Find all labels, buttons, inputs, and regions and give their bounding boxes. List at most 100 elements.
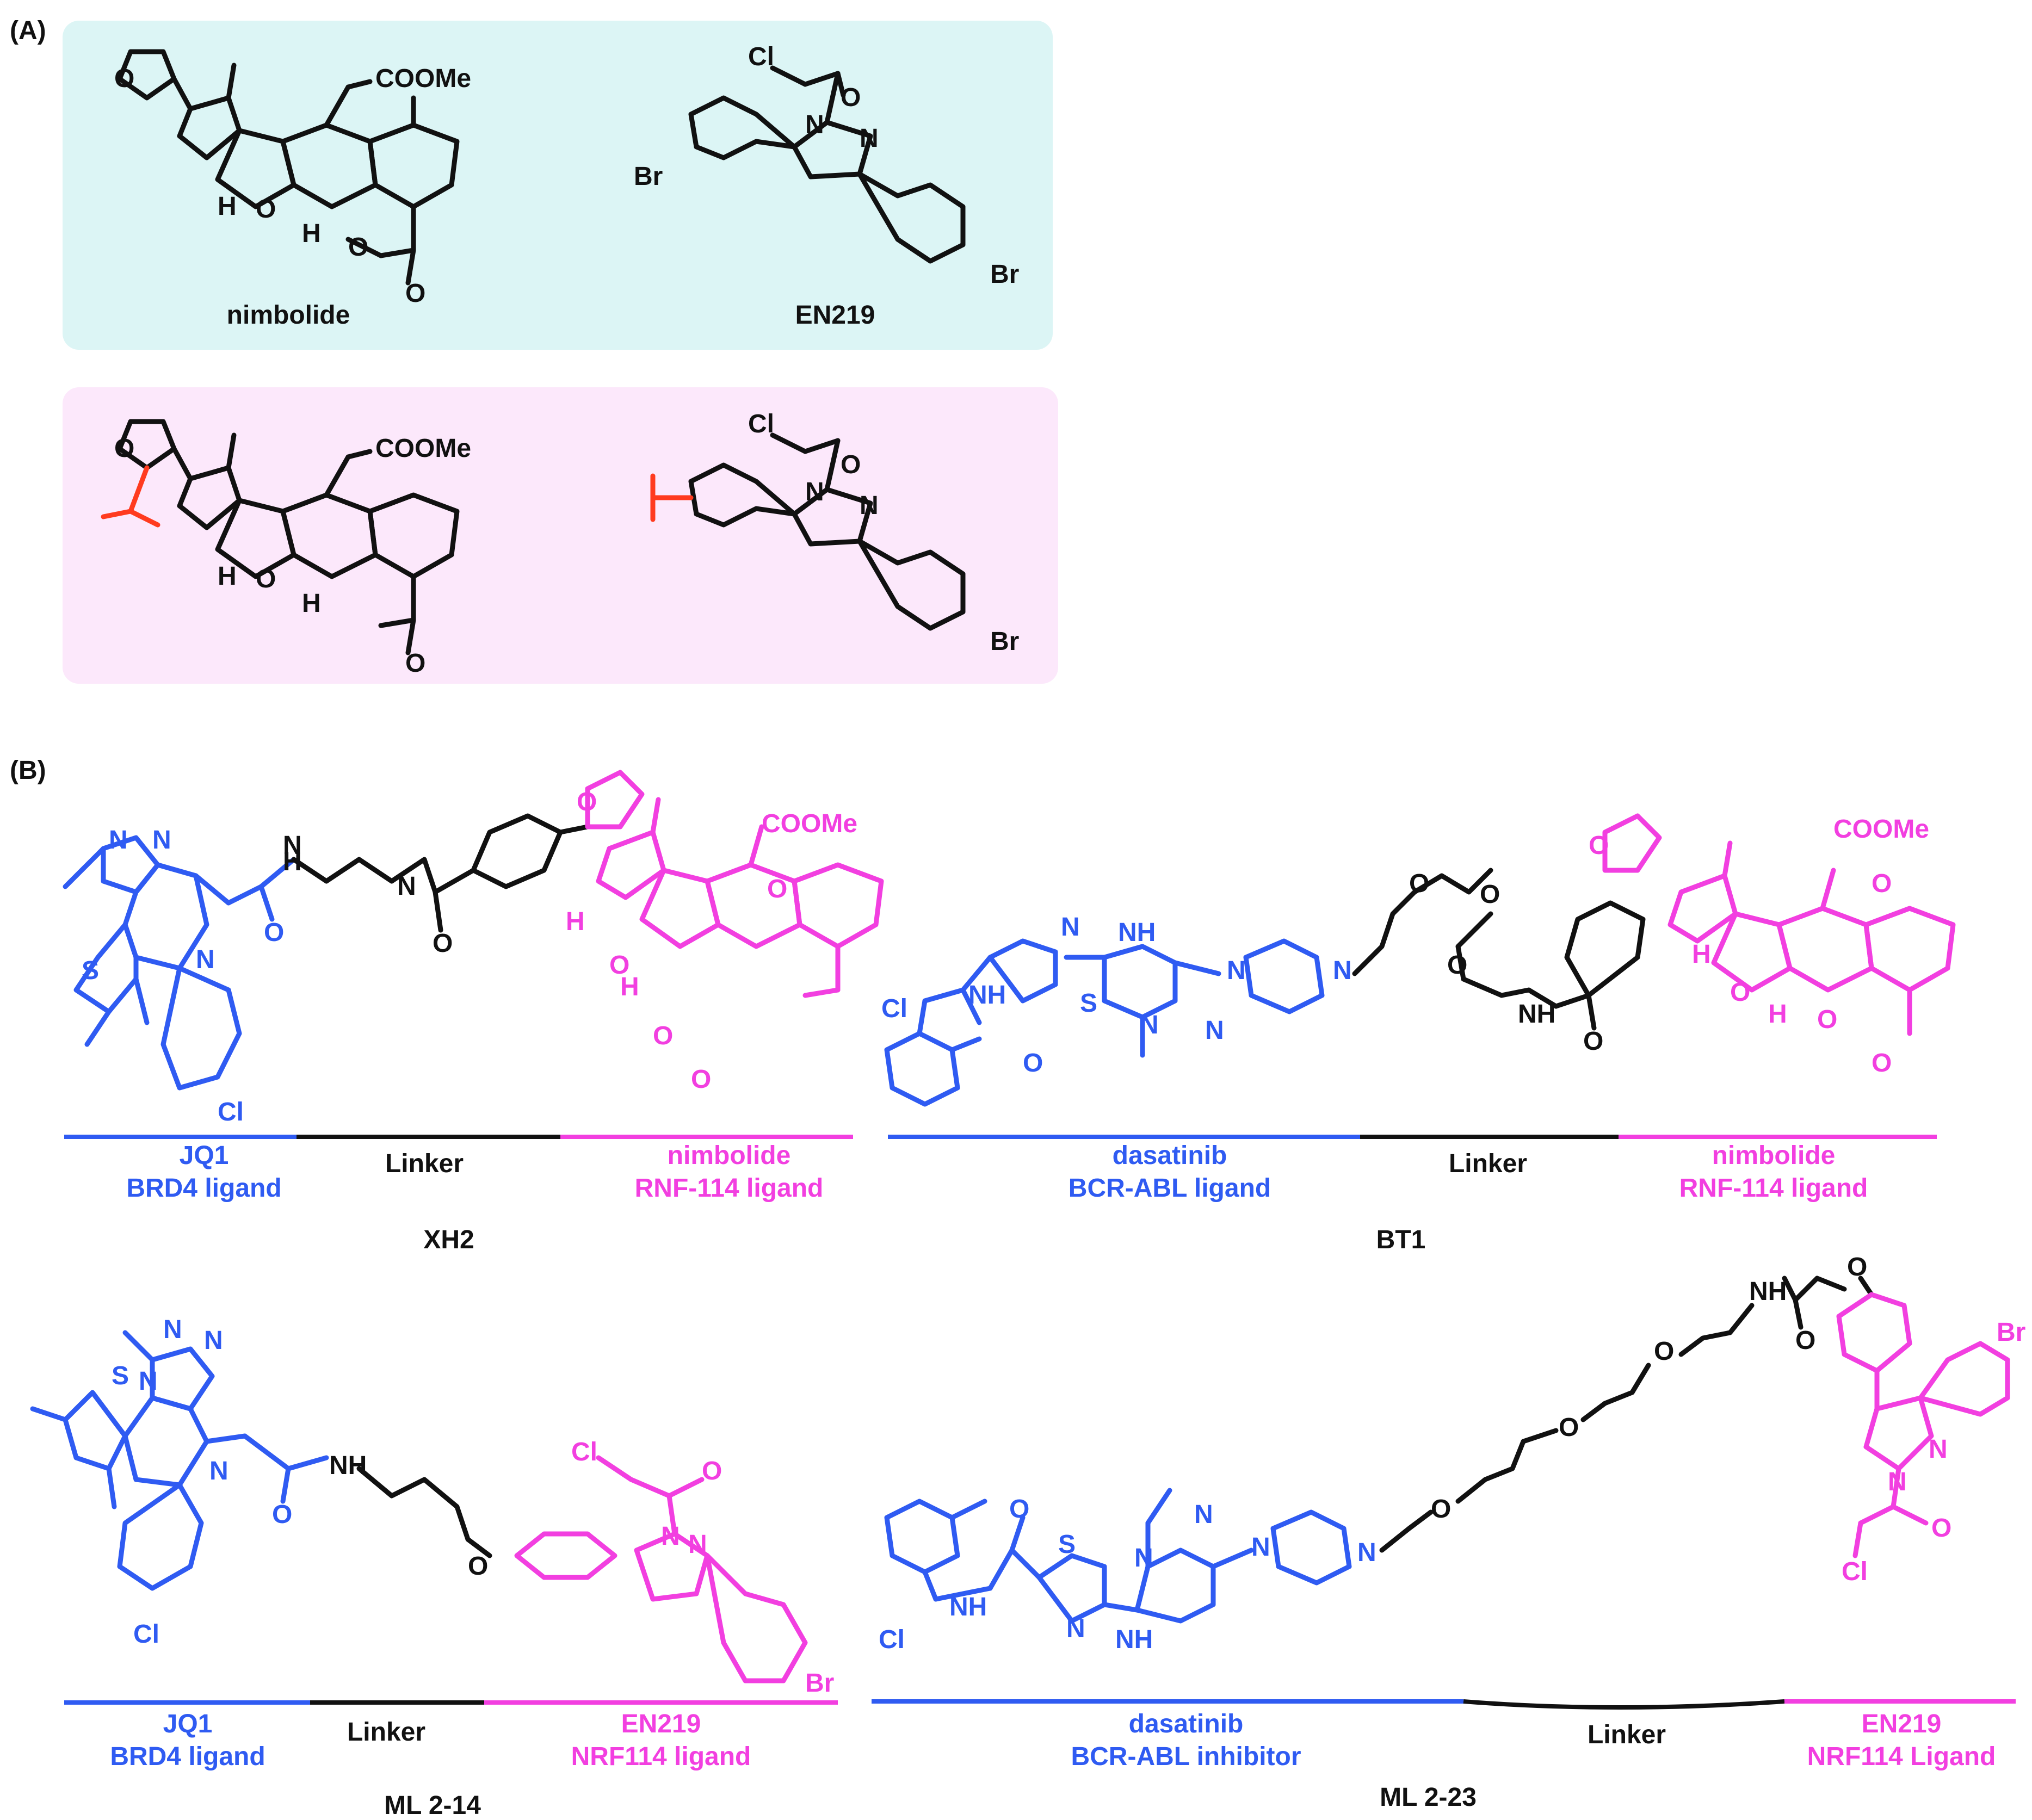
ml223-compound-name: ML 2-23 (1380, 1783, 1477, 1812)
ml214-o-linker: O (468, 1552, 488, 1581)
ml223-s-thiazole: S (1058, 1530, 1076, 1559)
bt1-o-amide: O (1023, 1049, 1043, 1078)
nimbolide-o-furan-top: O (114, 64, 134, 93)
xh2-n-2: N (152, 826, 171, 855)
xh2-o-nimbolide-ring: O (609, 951, 629, 980)
ml214-linker-structure (356, 1466, 492, 1558)
bt1-h-nimbolide-2: H (1768, 1000, 1787, 1029)
bt1-dasatinib-structure (884, 938, 1325, 1107)
ml223-o-linker-2: O (1559, 1413, 1579, 1442)
xh2-seg1-line2: BRD4 ligand (126, 1174, 281, 1203)
ml223-n-thiazole: N (1066, 1614, 1085, 1643)
nimbolide-o-ketone-bottom: O (405, 649, 425, 678)
ml223-o-linker-amide: O (1795, 1326, 1815, 1355)
ml223-o-en219: O (1931, 1514, 1951, 1543)
ml223-nh-linker: NH (1749, 1277, 1787, 1306)
ml223-o-linker-3: O (1654, 1337, 1674, 1366)
ml214-s: S (112, 1361, 129, 1390)
xh2-o-linker: O (433, 929, 453, 958)
nimbolide-o-lactone-top: O (348, 233, 368, 262)
en219-cl-bottom: Cl (748, 410, 774, 438)
ml214-seg1-line1: JQ1 (163, 1710, 213, 1738)
nimbolide-h-1-top: H (218, 192, 237, 221)
xh2-o-amide: O (264, 918, 284, 947)
bt1-o-linker-1: O (1409, 869, 1429, 898)
en219-name: EN219 (795, 301, 875, 330)
bt1-s-thiazole: S (1080, 989, 1097, 1018)
ml214-cl-en219: Cl (571, 1438, 597, 1466)
bt1-nh-bridge: NH (1118, 918, 1156, 947)
ml214-n-4: N (209, 1457, 228, 1485)
en219-cl-top: Cl (748, 42, 774, 71)
ml223-linker-structure (1379, 1276, 1874, 1553)
bt1-seg1-line2: BCR-ABL ligand (1069, 1174, 1271, 1203)
bt1-nh-amide: NH (968, 981, 1006, 1010)
ml223-nh-amide: NH (949, 1593, 987, 1621)
ml214-cl: Cl (133, 1620, 159, 1649)
bt1-coome: COOMe (1833, 815, 1929, 844)
panel-a-top-box (63, 21, 1053, 350)
ml223-en219-structure (1836, 1292, 2010, 1558)
xh2-h-nimbolide-2: H (620, 973, 639, 1001)
ml223-seg3-line2: NRF114 Ligand (1807, 1742, 1996, 1771)
ml214-n-en219-1: N (661, 1522, 680, 1551)
ml223-bar-linker (1463, 1699, 1785, 1710)
bt1-n-piperazine-2: N (1333, 956, 1352, 985)
nimbolide-o-ketone-top: O (405, 279, 425, 308)
ml223-cl: Cl (879, 1625, 905, 1654)
xh2-cl: Cl (218, 1098, 244, 1126)
bt1-o-linker-amide: O (1583, 1027, 1603, 1056)
bt1-n-thiazole: N (1061, 913, 1080, 942)
ml214-seg3-line1: EN219 (621, 1710, 701, 1738)
bt1-o-nimbolide-ketone-1: O (1872, 869, 1892, 898)
xh2-seg3-line2: RNF-114 ligand (635, 1174, 824, 1203)
ml214-seg3-line2: NRF114 ligand (571, 1742, 751, 1771)
ml214-n-3: N (139, 1367, 158, 1396)
bt1-o-furan: O (1589, 831, 1609, 860)
en219-n2-bottom: N (860, 491, 879, 520)
nimbolide-h-2-top: H (302, 219, 321, 248)
ml223-n-piperazine-1: N (1251, 1533, 1270, 1562)
nimbolide-o-ring-bottom: O (256, 565, 276, 593)
nimbolide-coome-bottom: COOMe (375, 434, 471, 463)
xh2-o-furan: O (577, 788, 597, 816)
xh2-n-linker-2: N (397, 872, 416, 901)
xh2-linker-structure (291, 813, 590, 933)
xh2-s: S (82, 956, 99, 985)
bt1-cl: Cl (881, 994, 907, 1023)
en219-attachment-handle (650, 473, 694, 522)
en219-o-top: O (841, 83, 861, 112)
bt1-linker-structure (1352, 868, 1646, 1031)
panel-b-label: (B) (10, 756, 46, 785)
panel-a-label: (A) (10, 16, 46, 45)
en219-o-bottom: O (841, 450, 861, 479)
ml214-en219-structure (514, 1455, 808, 1683)
bt1-n-pyrimidine-2: N (1205, 1016, 1224, 1045)
nimbolide-h-2-bottom: H (302, 589, 321, 618)
bt1-o-linker-3: O (1447, 951, 1467, 980)
bt1-seg3-line1: nimbolide (1712, 1141, 1836, 1170)
ml223-seg1-line1: dasatinib (1129, 1710, 1244, 1738)
ml214-n-2: N (204, 1326, 223, 1355)
nimbolide-o-ring-top: O (256, 195, 276, 224)
ml223-br: Br (1997, 1318, 2025, 1347)
ml223-o-amide: O (1009, 1495, 1029, 1524)
en219-n2-top: N (860, 124, 879, 153)
nimbolide-structure-top (117, 49, 460, 286)
ml223-cl-en219: Cl (1842, 1557, 1868, 1586)
xh2-n-linker-1: N (283, 831, 302, 860)
ml223-seg3-line1: EN219 (1862, 1710, 1942, 1738)
ml223-seg1-line2: BCR-ABL inhibitor (1071, 1742, 1301, 1771)
xh2-o-nimbolide-lactone: O (653, 1022, 673, 1050)
ml223-o-linker-1: O (1431, 1495, 1451, 1524)
bt1-n-piperazine-1: N (1227, 956, 1246, 985)
xh2-jq1-structure (63, 835, 297, 1091)
ml223-n-pyrimidine-2: N (1194, 1500, 1213, 1529)
xh2-seg1-line1: JQ1 (180, 1141, 229, 1170)
nimbolide-structure-bottom (117, 419, 460, 655)
nimbolide-o-furan-bottom: O (114, 434, 134, 463)
ml214-seg1-line2: BRD4 ligand (110, 1742, 265, 1771)
en219-structure-bottom (688, 432, 966, 631)
ml223-o-linker-ether: O (1847, 1253, 1867, 1282)
